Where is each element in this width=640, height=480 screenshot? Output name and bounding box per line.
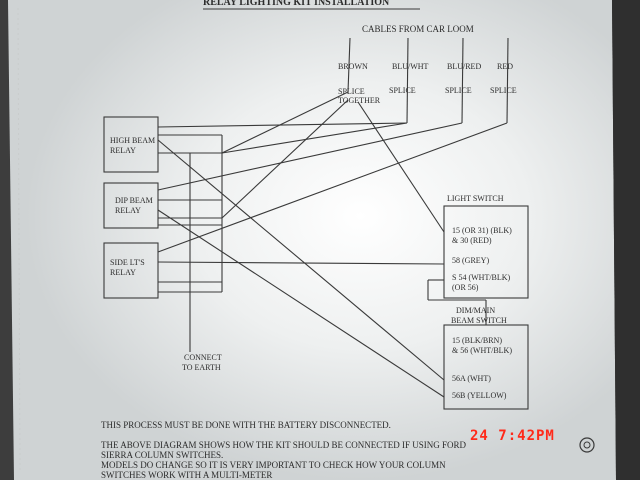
earth-label-line1: CONNECT bbox=[184, 353, 222, 362]
light-switch-terminal-s54: S 54 (WHT/BLK) bbox=[452, 273, 511, 282]
dim-switch-terminal-15: 15 (BLK/BRN) bbox=[452, 336, 502, 345]
note-sierra: SIERRA COLUMN SWITCHES. bbox=[101, 450, 224, 460]
copyright-logo-icon bbox=[579, 437, 595, 453]
light-switch-terminal-15: 15 (OR 31) (BLK) bbox=[452, 226, 512, 235]
high-beam-relay-line1: HIGH BEAM bbox=[110, 136, 156, 145]
cable-blu-wht-label: BLU/WHT bbox=[392, 62, 429, 71]
light-switch-box bbox=[443, 205, 529, 299]
dim-switch-title-line2: BEAM SWITCH bbox=[451, 316, 507, 325]
cable-brown-label: BROWN bbox=[338, 62, 368, 71]
dip-beam-relay-line2: RELAY bbox=[115, 206, 141, 215]
dip-beam-relay-box bbox=[103, 182, 159, 229]
background-shadow bbox=[612, 0, 640, 480]
paper-background bbox=[8, 0, 616, 480]
light-switch-title: LIGHT SWITCH bbox=[447, 194, 504, 203]
note-battery: THIS PROCESS MUST BE DONE WITH THE BATTE… bbox=[101, 420, 391, 430]
dim-switch-terminal-56: & 56 (WHT/BLK) bbox=[452, 346, 512, 355]
cables-header: CABLES FROM CAR LOOM bbox=[362, 24, 474, 34]
note-diagram-ford: THE ABOVE DIAGRAM SHOWS HOW THE KIT SHOU… bbox=[101, 440, 467, 450]
dim-switch-title-line1: DIM/MAIN bbox=[456, 306, 496, 315]
earth-label-line2: TO EARTH bbox=[182, 363, 221, 372]
splice-together-label: SPLICE TOGETHER bbox=[338, 87, 381, 105]
wiring-lines bbox=[103, 8, 529, 410]
light-switch-terminal-30: & 30 (RED) bbox=[452, 236, 492, 245]
side-lights-relay-line1: SIDE LT'S bbox=[110, 258, 145, 267]
dip-beam-relay-line1: DIP BEAM bbox=[115, 196, 153, 205]
side-lights-relay-box bbox=[103, 242, 159, 299]
dim-switch-terminal-56b: 56B (YELLOW) bbox=[452, 391, 507, 400]
high-beam-relay-box bbox=[103, 116, 159, 173]
note-multimeter: SWITCHES WORK WITH A MULTI-METER bbox=[101, 470, 273, 480]
dim-switch-terminal-56a: 56A (WHT) bbox=[452, 374, 491, 383]
cable-red-label: RED bbox=[497, 62, 513, 71]
splice-red-label: SPLICE bbox=[490, 86, 517, 95]
cable-blu-red-label: BLU/RED bbox=[447, 62, 482, 71]
side-lights-relay-line2: RELAY bbox=[110, 268, 136, 277]
note-models-change: MODELS DO CHANGE SO IT IS VERY IMPORTANT… bbox=[101, 460, 446, 470]
light-switch-terminal-56: (OR 56) bbox=[452, 283, 479, 292]
camera-timestamp: 24 7:42PM bbox=[470, 428, 555, 444]
splice-blu-red-label: SPLICE bbox=[445, 86, 472, 95]
diagram-title: RELAY LIGHTING KIT INSTALLATION bbox=[203, 0, 390, 8]
light-switch-terminal-58: 58 (GREY) bbox=[452, 256, 490, 265]
splice-blu-wht-label: SPLICE bbox=[389, 86, 416, 95]
high-beam-relay-line2: RELAY bbox=[110, 146, 136, 155]
